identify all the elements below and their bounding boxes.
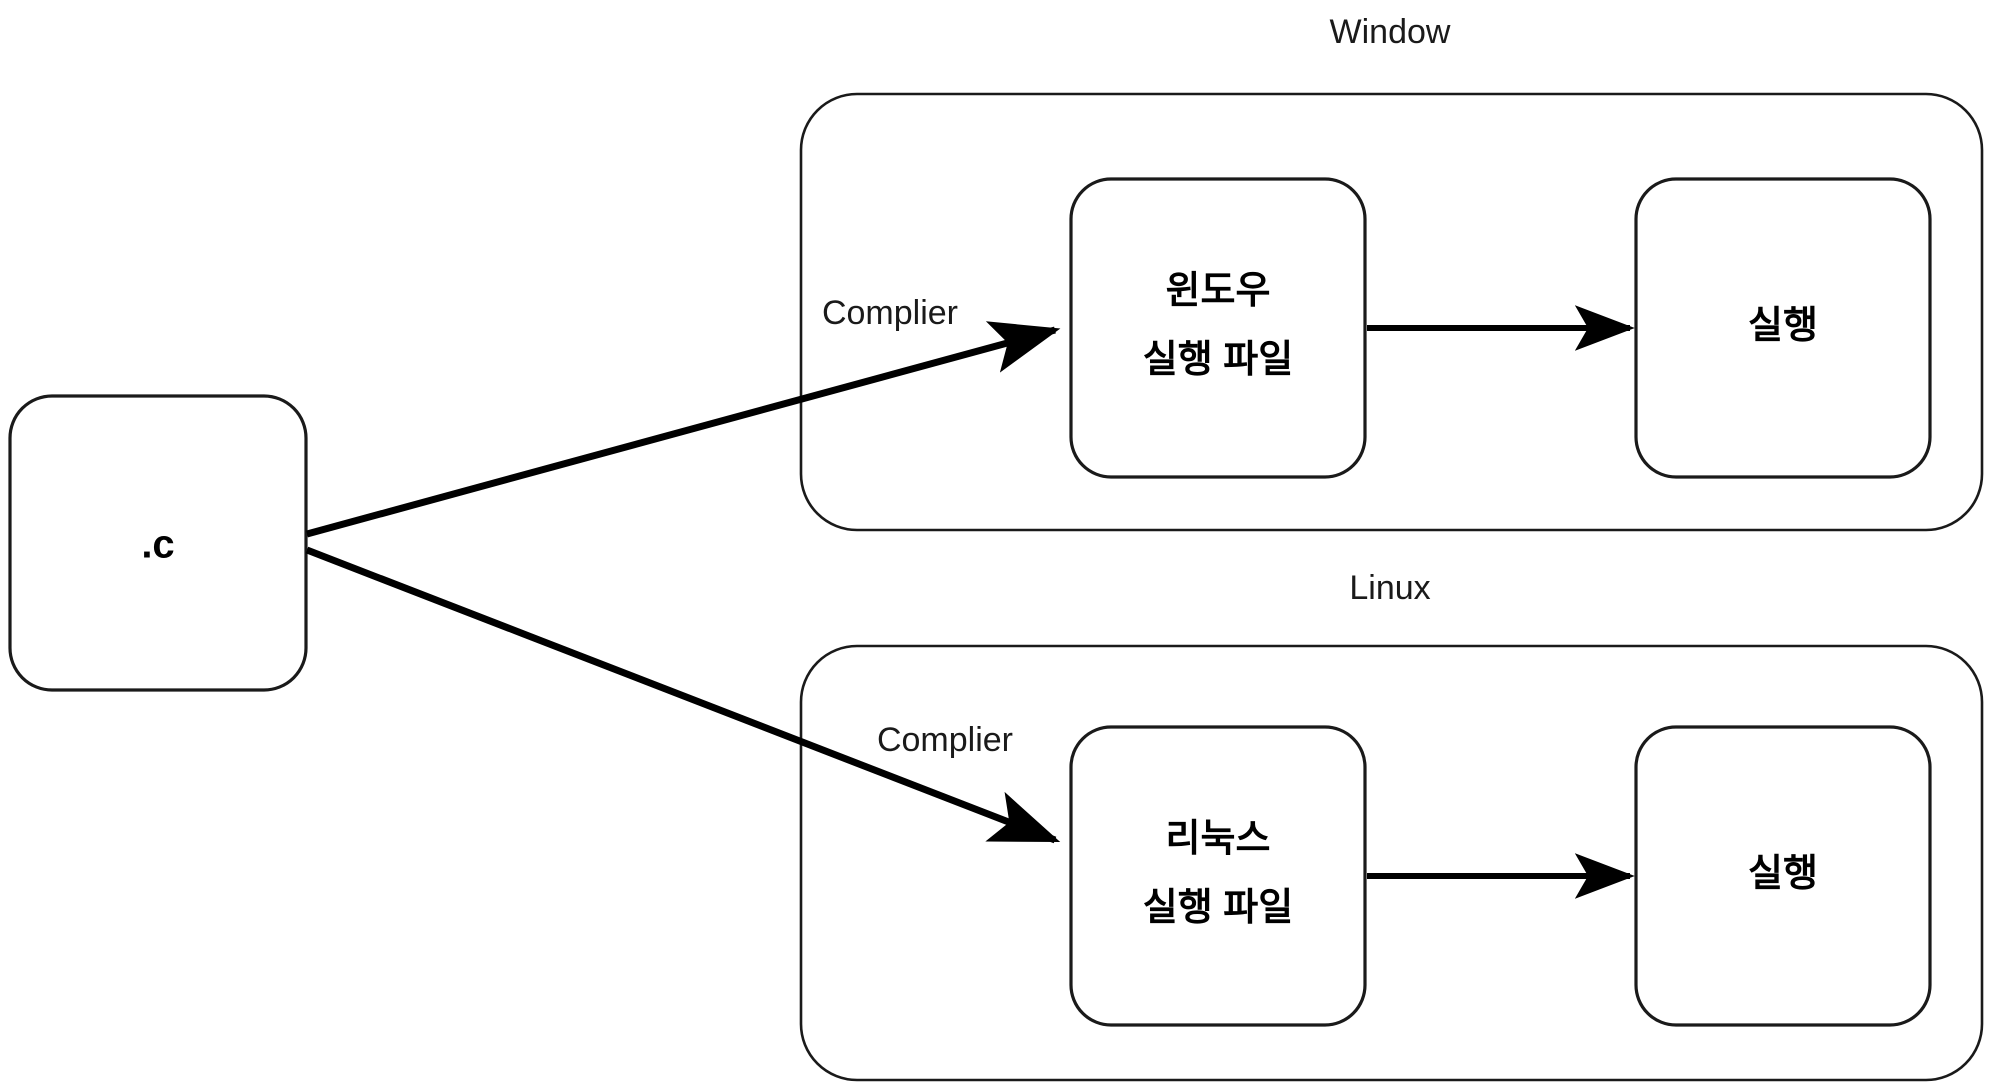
edge-source-to-windows-line	[306, 321, 1061, 538]
source-node-box[interactable]	[8, 394, 308, 692]
source-node-label: .c	[141, 523, 174, 567]
linux-exec-node-label-line2: 실행 파일	[1143, 887, 1293, 929]
edge-source-to-windows-label: Complier	[822, 294, 958, 332]
linux-exec-node-box[interactable]	[1069, 725, 1367, 1027]
linux-run-node-label: 실행	[1748, 853, 1818, 895]
windows-run-node-label: 실행	[1748, 305, 1818, 347]
windows-exec-node-label-line1: 윈도우	[1166, 270, 1271, 312]
edge-source-to-linux-label: Complier	[877, 721, 1013, 759]
linux-group-label: Linux	[1349, 569, 1430, 607]
linux-group-container	[799, 644, 1984, 1082]
windows-run-node-box[interactable]	[1634, 177, 1932, 479]
window-group-label: Window	[1330, 13, 1451, 51]
linux-run-node-box[interactable]	[1634, 725, 1932, 1027]
windows-exec-node-label-line2: 실행 파일	[1143, 339, 1293, 381]
linux-exec-node-label-line1: 리눅스	[1166, 818, 1271, 860]
window-group-container	[799, 92, 1984, 532]
edge-source-to-linux-line	[305, 546, 1061, 844]
windows-exec-node-box[interactable]	[1069, 177, 1367, 479]
